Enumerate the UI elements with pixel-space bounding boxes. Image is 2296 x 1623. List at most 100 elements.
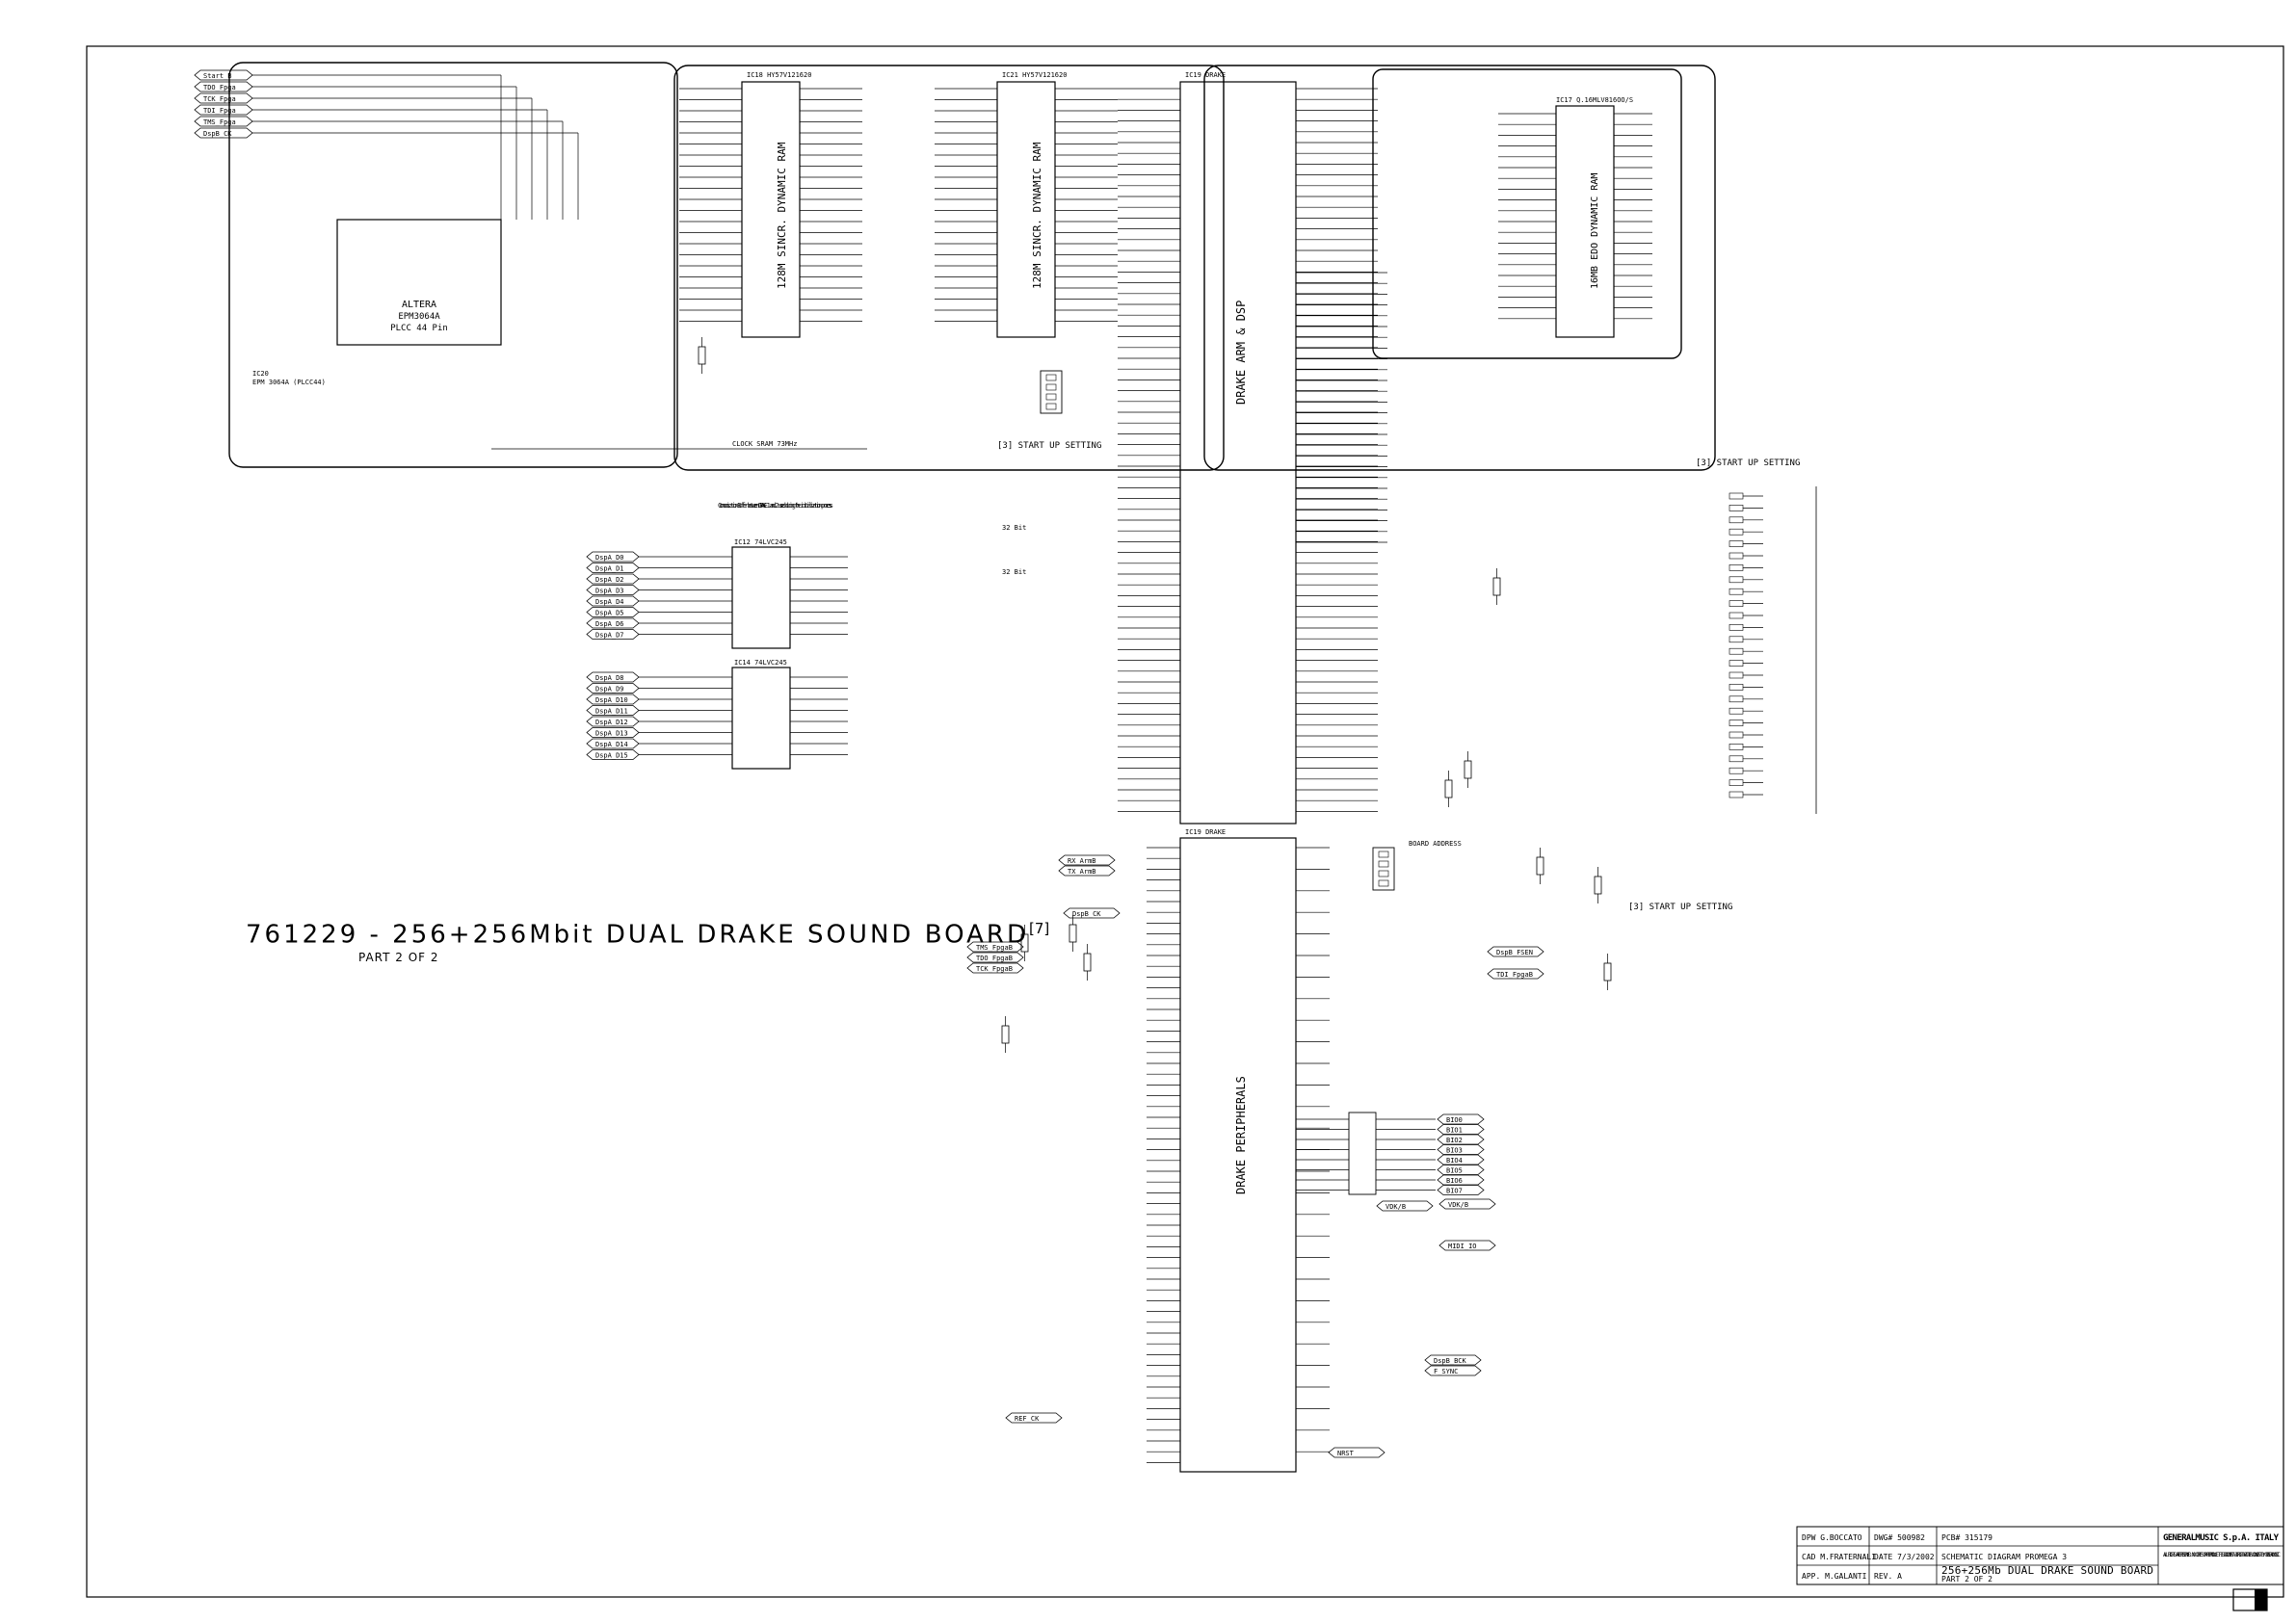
net-flag	[194, 81, 253, 92]
net-label: Start_B	[203, 72, 232, 80]
sdram-section: IC18 HY57V121620 IC21 HY57V121620 128M S…	[673, 65, 1225, 471]
net-flag	[586, 683, 640, 694]
net-label: TMS_Fpga	[203, 118, 236, 126]
resistor	[1729, 552, 1744, 560]
drake-periph-ref: IC19 DRAKE	[1185, 828, 1226, 836]
net-flag	[1437, 1154, 1485, 1165]
sdram-ic18-label: 128M SINCR. DYNAMIC RAM	[776, 142, 788, 289]
sheet-title-ref: [7]	[1028, 920, 1050, 937]
net-label: DspA_D11	[595, 708, 628, 716]
resistor	[1729, 540, 1744, 547]
net-flag	[966, 952, 1024, 963]
net-flag	[586, 595, 640, 607]
net-label: DspB_CK	[203, 130, 232, 138]
net-flag	[1376, 1200, 1434, 1212]
net-flag	[586, 551, 640, 563]
buffer-section: IC12 74LVC245 IC14 74LVC245 Communicatio…	[586, 502, 848, 770]
net-label: VDK/B	[1386, 1203, 1406, 1211]
bits-note-1: 32 Bit	[1002, 524, 1026, 532]
sdram-pins	[679, 88, 1118, 322]
resistor	[1594, 876, 1602, 895]
resistor	[1729, 720, 1744, 726]
edo-label: 16MB EDO DYNAMIC RAM	[1590, 173, 1600, 289]
comm-note: Communication Buffer between DRAKE 1 and…	[718, 502, 833, 510]
resistor	[1729, 492, 1744, 500]
resistor	[1729, 767, 1744, 774]
net-label: DspA_D13	[595, 730, 628, 738]
sheet-subtitle: PART 2 OF 2	[358, 951, 439, 964]
resistor	[1729, 671, 1744, 679]
fpga-package: PLCC 44 Pin	[390, 324, 448, 333]
net-label: DspB_BCK	[1434, 1357, 1467, 1365]
resistor	[1045, 383, 1057, 391]
resistor	[1492, 577, 1501, 596]
startup-section: [3] START UP SETTING [3] START UP SETTIN…	[698, 337, 1800, 1053]
net-flag	[1437, 1124, 1485, 1135]
net-label: TCK_Fpga	[203, 95, 236, 103]
fpga-ref-part: EPM 3064A (PLCC44)	[252, 379, 326, 386]
resistor	[1729, 505, 1744, 511]
net-flag	[1487, 968, 1544, 980]
net-flag	[1437, 1165, 1485, 1175]
net-flag	[1005, 1412, 1063, 1424]
tb-rights: ALL RIGHTS ARE RESERVED. NO COPIES OR RE…	[2163, 1552, 2281, 1558]
resistor	[1729, 744, 1744, 750]
net-label: DspA_D7	[595, 632, 624, 640]
edo-pins	[1498, 113, 1652, 320]
tb-pcb: PCB# 315179	[1941, 1533, 1993, 1542]
tb-desc1: SCHEMATIC DIAGRAM PROMEGA 3	[1941, 1553, 2067, 1561]
fpga-ref: IC20	[252, 370, 269, 378]
net-label: RX_ArmB	[1068, 857, 1096, 865]
net-label: TMS_FpgaB	[976, 944, 1013, 952]
resistor	[1729, 516, 1744, 524]
drake-pins	[1118, 88, 1378, 1463]
net-label: TCK_FpgaB	[976, 965, 1013, 973]
net-flag	[966, 941, 1024, 953]
sdram-ic18	[741, 81, 801, 338]
net-label: F_SYNC	[1434, 1368, 1458, 1375]
resistor	[1729, 636, 1744, 643]
resistor	[1729, 755, 1744, 763]
net-label: DspA_D9	[595, 686, 624, 694]
drake-frame	[1203, 65, 1716, 471]
resistor	[1069, 924, 1077, 943]
net-flag	[586, 573, 640, 585]
net-flag	[966, 962, 1024, 974]
resistor	[1083, 953, 1092, 972]
net-flag	[586, 671, 640, 683]
fpga-section: ALTERA EPM3064A PLCC 44 Pin IC20 EPM 306…	[228, 62, 867, 468]
resistor	[1378, 879, 1389, 887]
net-label: BIO2	[1446, 1137, 1463, 1144]
resistor-arrays	[698, 337, 1612, 1053]
net-label: TDO_Fpga	[203, 84, 236, 92]
net-flag	[194, 69, 253, 81]
net-label: DspB_FSEN	[1496, 949, 1533, 956]
net-flag	[586, 749, 640, 760]
edo-section: IC17 Q.16MLV816OO/S 16MB EDO DYNAMIC RAM	[1372, 68, 1682, 359]
peripheral-flags: VDK/BRX_ArmBTX_ArmBDspB_CKTMS_FpgaBTDO_F…	[966, 854, 1544, 1458]
net-label: REF_CK	[1015, 1415, 1040, 1423]
drake-periph-label: DRAKE PERIPHERALS	[1234, 1076, 1248, 1194]
net-label: DspA_D2	[595, 576, 624, 584]
net-flag	[1063, 907, 1121, 919]
net-flag	[586, 694, 640, 705]
tb-desc3: PART 2 OF 2	[1941, 1575, 1993, 1584]
net-flag	[586, 607, 640, 617]
resistor	[1729, 588, 1744, 595]
net-label: DspA_D12	[595, 719, 628, 726]
fpga-frame	[228, 62, 678, 468]
resistor	[1729, 791, 1744, 798]
net-label: DspA_D4	[595, 598, 624, 606]
resistor	[1729, 564, 1744, 571]
net-flag	[1437, 1134, 1485, 1145]
net-label: TX_ArmB	[1068, 868, 1096, 876]
buffer-ic14	[731, 667, 791, 770]
resistor	[1729, 528, 1744, 536]
resistor	[1603, 962, 1612, 982]
sdram-ic21-label: 128M SINCR. DYNAMIC RAM	[1031, 142, 1043, 289]
resistor	[1729, 695, 1744, 703]
resistor	[1536, 856, 1544, 876]
startup-note-1: [3] START UP SETTING	[997, 441, 1101, 451]
fpga-chip	[336, 219, 502, 346]
